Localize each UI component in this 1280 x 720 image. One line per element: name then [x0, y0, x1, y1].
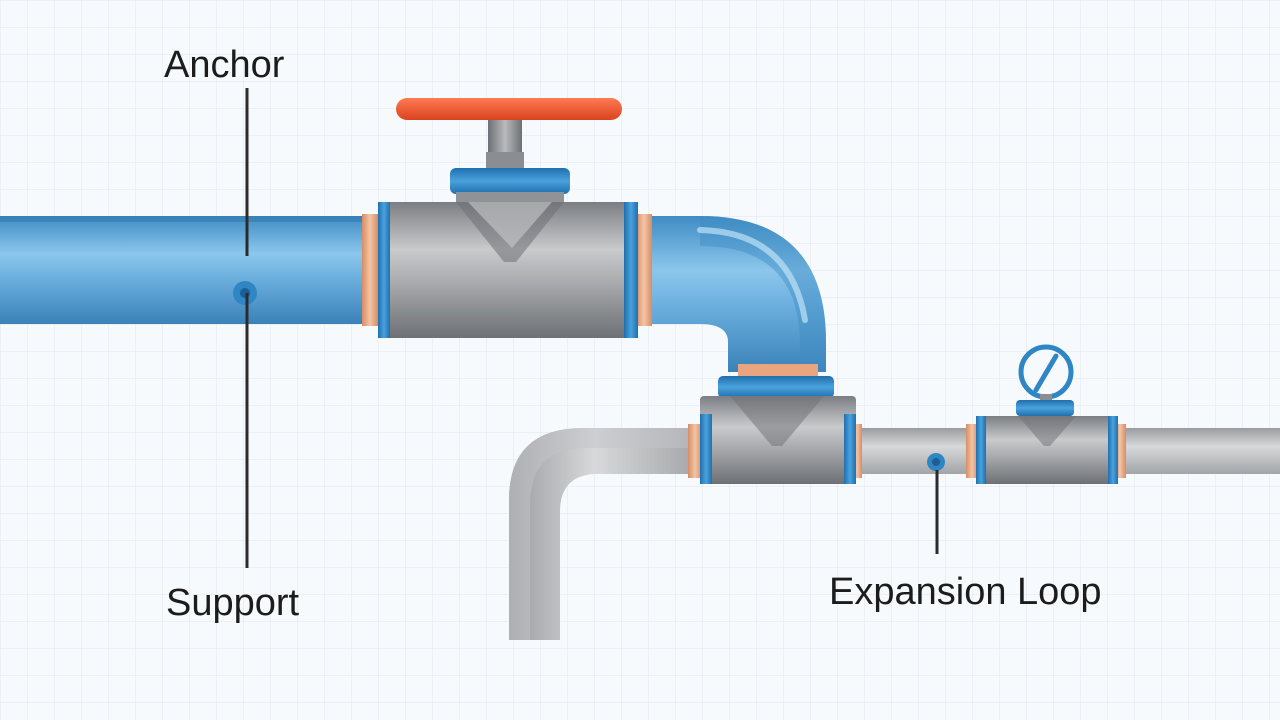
copper-joint — [362, 214, 378, 326]
valve-flange-left — [378, 202, 390, 338]
copper-joint — [852, 424, 862, 478]
copper-joint — [636, 214, 652, 326]
copper-joint — [966, 424, 978, 478]
tee-fitting — [700, 376, 856, 484]
copper-joint — [688, 424, 702, 478]
tee-top-ring — [718, 376, 834, 398]
blue-elbow-pipe — [650, 216, 826, 372]
small-valve — [976, 344, 1118, 484]
grey-pipe-segment-right — [1110, 428, 1280, 474]
valve-bonnet-ring — [450, 168, 570, 194]
valve-flange-right — [624, 202, 638, 338]
valve-body — [378, 202, 638, 338]
small-valve-ring — [1016, 400, 1074, 416]
support-label: Support — [166, 582, 300, 624]
expansion-loop-label: Expansion Loop — [829, 571, 1102, 613]
main-valve — [378, 98, 638, 338]
grey-pipe-segment-middle — [850, 428, 980, 474]
copper-joint — [738, 364, 818, 378]
valve-handwheel — [396, 98, 622, 120]
main-blue-pipe — [0, 216, 372, 324]
small-valve-body — [976, 416, 1118, 484]
expansion-loop-pipe — [509, 428, 700, 640]
anchor-label: Anchor — [164, 44, 285, 86]
